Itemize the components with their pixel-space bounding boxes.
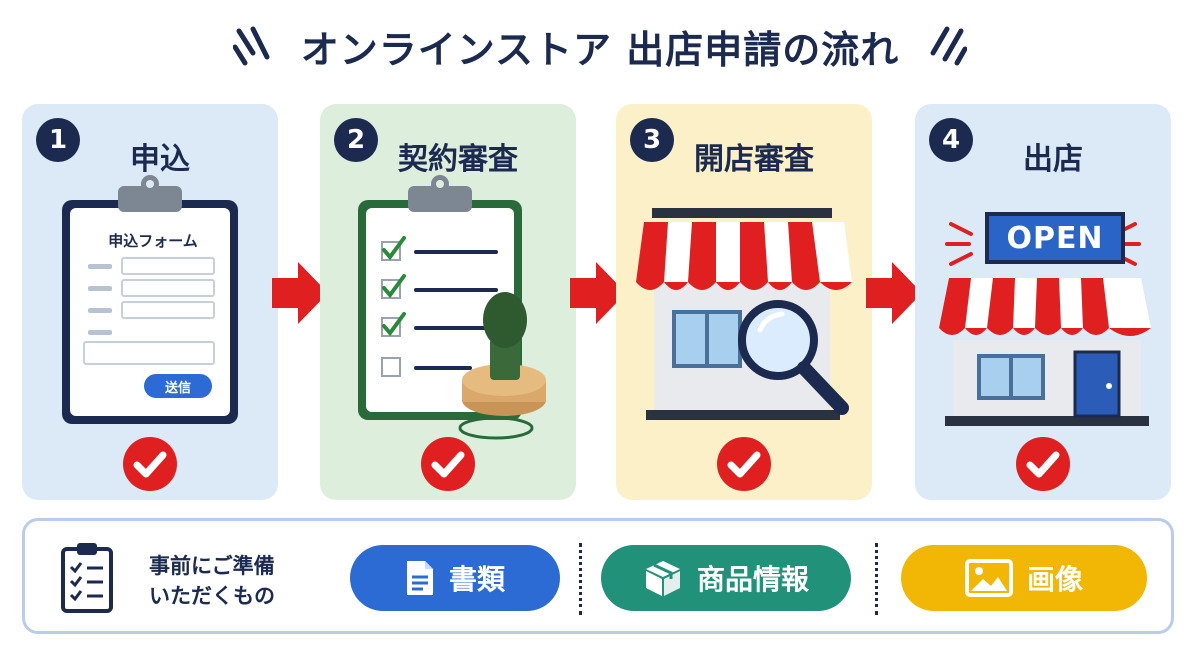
check-icon bbox=[1016, 437, 1070, 491]
prep-item-label: 画像 bbox=[1026, 563, 1083, 596]
checklist-stamp-icon bbox=[358, 175, 546, 440]
checklist-icon bbox=[61, 543, 113, 613]
step-number-badge: 2 bbox=[334, 118, 378, 162]
preparation-line1: 事前にご準備 bbox=[149, 554, 275, 578]
prep-item-documents: 書類 bbox=[350, 545, 560, 611]
step-label: 申込 bbox=[130, 142, 190, 177]
send-button: 送信 bbox=[144, 374, 212, 398]
prep-item-product-info: 商品情報 bbox=[601, 545, 851, 611]
step-label: 契約審査 bbox=[398, 142, 518, 177]
preparation-bar: 事前にご準備 いただくもの 書類 商品情報 画像 bbox=[22, 518, 1174, 634]
prep-item-images: 画像 bbox=[901, 545, 1147, 611]
step-label: 開店審査 bbox=[694, 142, 814, 177]
preparation-line2: いただくもの bbox=[149, 584, 275, 608]
clipboard-form-icon bbox=[62, 175, 238, 424]
dotted-divider bbox=[579, 543, 582, 615]
step-card-open-store: 4 出店 OPEN bbox=[915, 104, 1171, 500]
prep-item-label: 書類 bbox=[448, 563, 505, 596]
check-icon bbox=[717, 437, 771, 491]
step-card-contract-review: 2 契約審査 bbox=[320, 104, 576, 500]
step-card-apply: 1 申込 申込フォーム 送信 bbox=[22, 104, 278, 500]
step-number-badge: 3 bbox=[630, 118, 674, 162]
arrow-right-icon bbox=[570, 262, 626, 324]
box-icon bbox=[645, 561, 680, 596]
arrow-right-icon bbox=[866, 262, 922, 324]
step-card-store-review: 3 開店審査 bbox=[616, 104, 872, 500]
page-title: オンラインストア 出店申請の流れ bbox=[300, 27, 900, 72]
accent-left-icon bbox=[232, 26, 270, 66]
prep-item-label: 商品情報 bbox=[696, 563, 809, 596]
preparation-heading: 事前にご準備 いただくもの bbox=[149, 551, 275, 611]
document-icon bbox=[406, 561, 433, 595]
image-icon bbox=[964, 559, 1013, 597]
step-number-badge: 1 bbox=[36, 118, 80, 162]
dotted-divider bbox=[875, 543, 878, 615]
arrow-right-icon bbox=[272, 262, 328, 324]
accent-right-icon bbox=[930, 26, 968, 66]
title-row: オンラインストア 出店申請の流れ bbox=[0, 18, 1200, 74]
step-label: 出店 bbox=[1023, 142, 1083, 177]
check-icon bbox=[421, 437, 475, 491]
store-magnifier-icon bbox=[636, 208, 852, 420]
step-number-badge: 4 bbox=[929, 118, 973, 162]
open-sign: OPEN bbox=[985, 212, 1125, 264]
form-title: 申込フォーム bbox=[108, 232, 198, 250]
open-store-icon bbox=[939, 222, 1151, 426]
check-icon bbox=[123, 437, 177, 491]
